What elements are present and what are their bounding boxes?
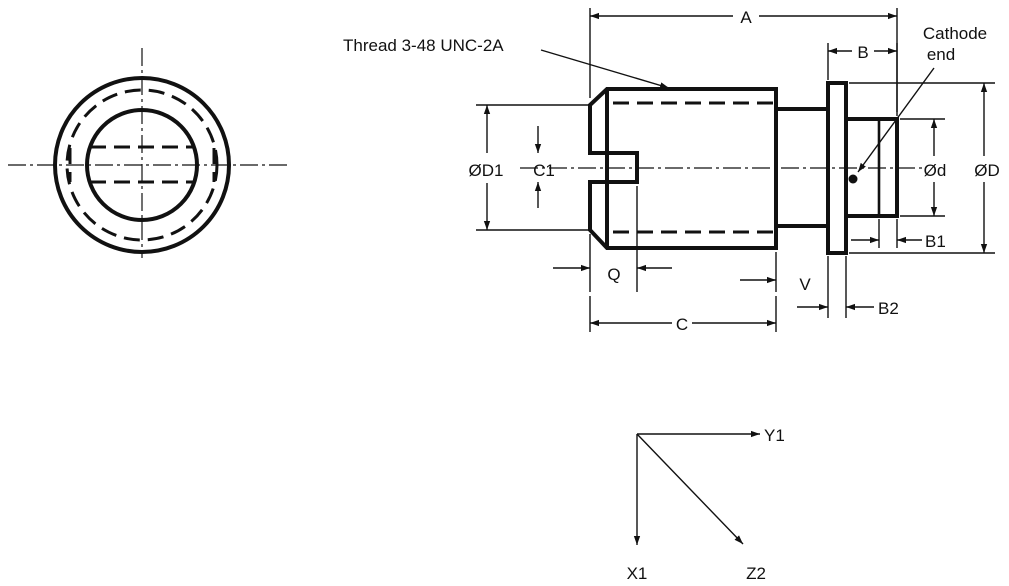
axis-x1-label: X1 <box>627 564 648 583</box>
dim-a-label: A <box>740 8 752 27</box>
neck-outline <box>776 107 828 228</box>
inner-body-circle <box>85 108 199 222</box>
end-view <box>8 48 290 258</box>
dim-b-label: B <box>857 43 868 62</box>
cathode-end-dot <box>848 174 858 184</box>
outer-flange-circle <box>53 76 231 254</box>
dim-v-label: V <box>799 275 811 294</box>
axis-y1-label: Y1 <box>764 426 785 445</box>
cathode-leader <box>857 67 935 173</box>
cathode-label-line1: Cathode <box>923 24 987 43</box>
dim-d1-label: ØD1 <box>469 161 504 180</box>
thread-hidden-circle <box>65 88 219 242</box>
flange-outline <box>826 81 848 255</box>
dim-c-label: C <box>676 315 688 334</box>
thread-label: Thread 3-48 UNC-2A <box>343 36 504 55</box>
threaded-body-outline <box>588 87 778 250</box>
cathode-cylinder-outline <box>846 117 899 218</box>
axis-z2-arrow <box>636 433 744 545</box>
dim-q-label: Q <box>607 265 620 284</box>
dim-c1-label: C1 <box>533 161 555 180</box>
dimensions: A B Thread 3-48 UNC-2A Cathode end ØD1 C… <box>343 8 1000 334</box>
axis-z2-label: Z2 <box>746 564 766 583</box>
dim-b2-label: B2 <box>878 299 899 318</box>
coordinate-axes: Y1 X1 Z2 <box>627 426 785 583</box>
side-view <box>520 81 925 255</box>
thread-leader <box>540 49 670 89</box>
dim-big-d-label: ØD <box>974 161 1000 180</box>
cathode-label-line2: end <box>927 45 955 64</box>
dim-small-d-label: Ød <box>924 161 947 180</box>
dim-b1-label: B1 <box>925 232 946 251</box>
